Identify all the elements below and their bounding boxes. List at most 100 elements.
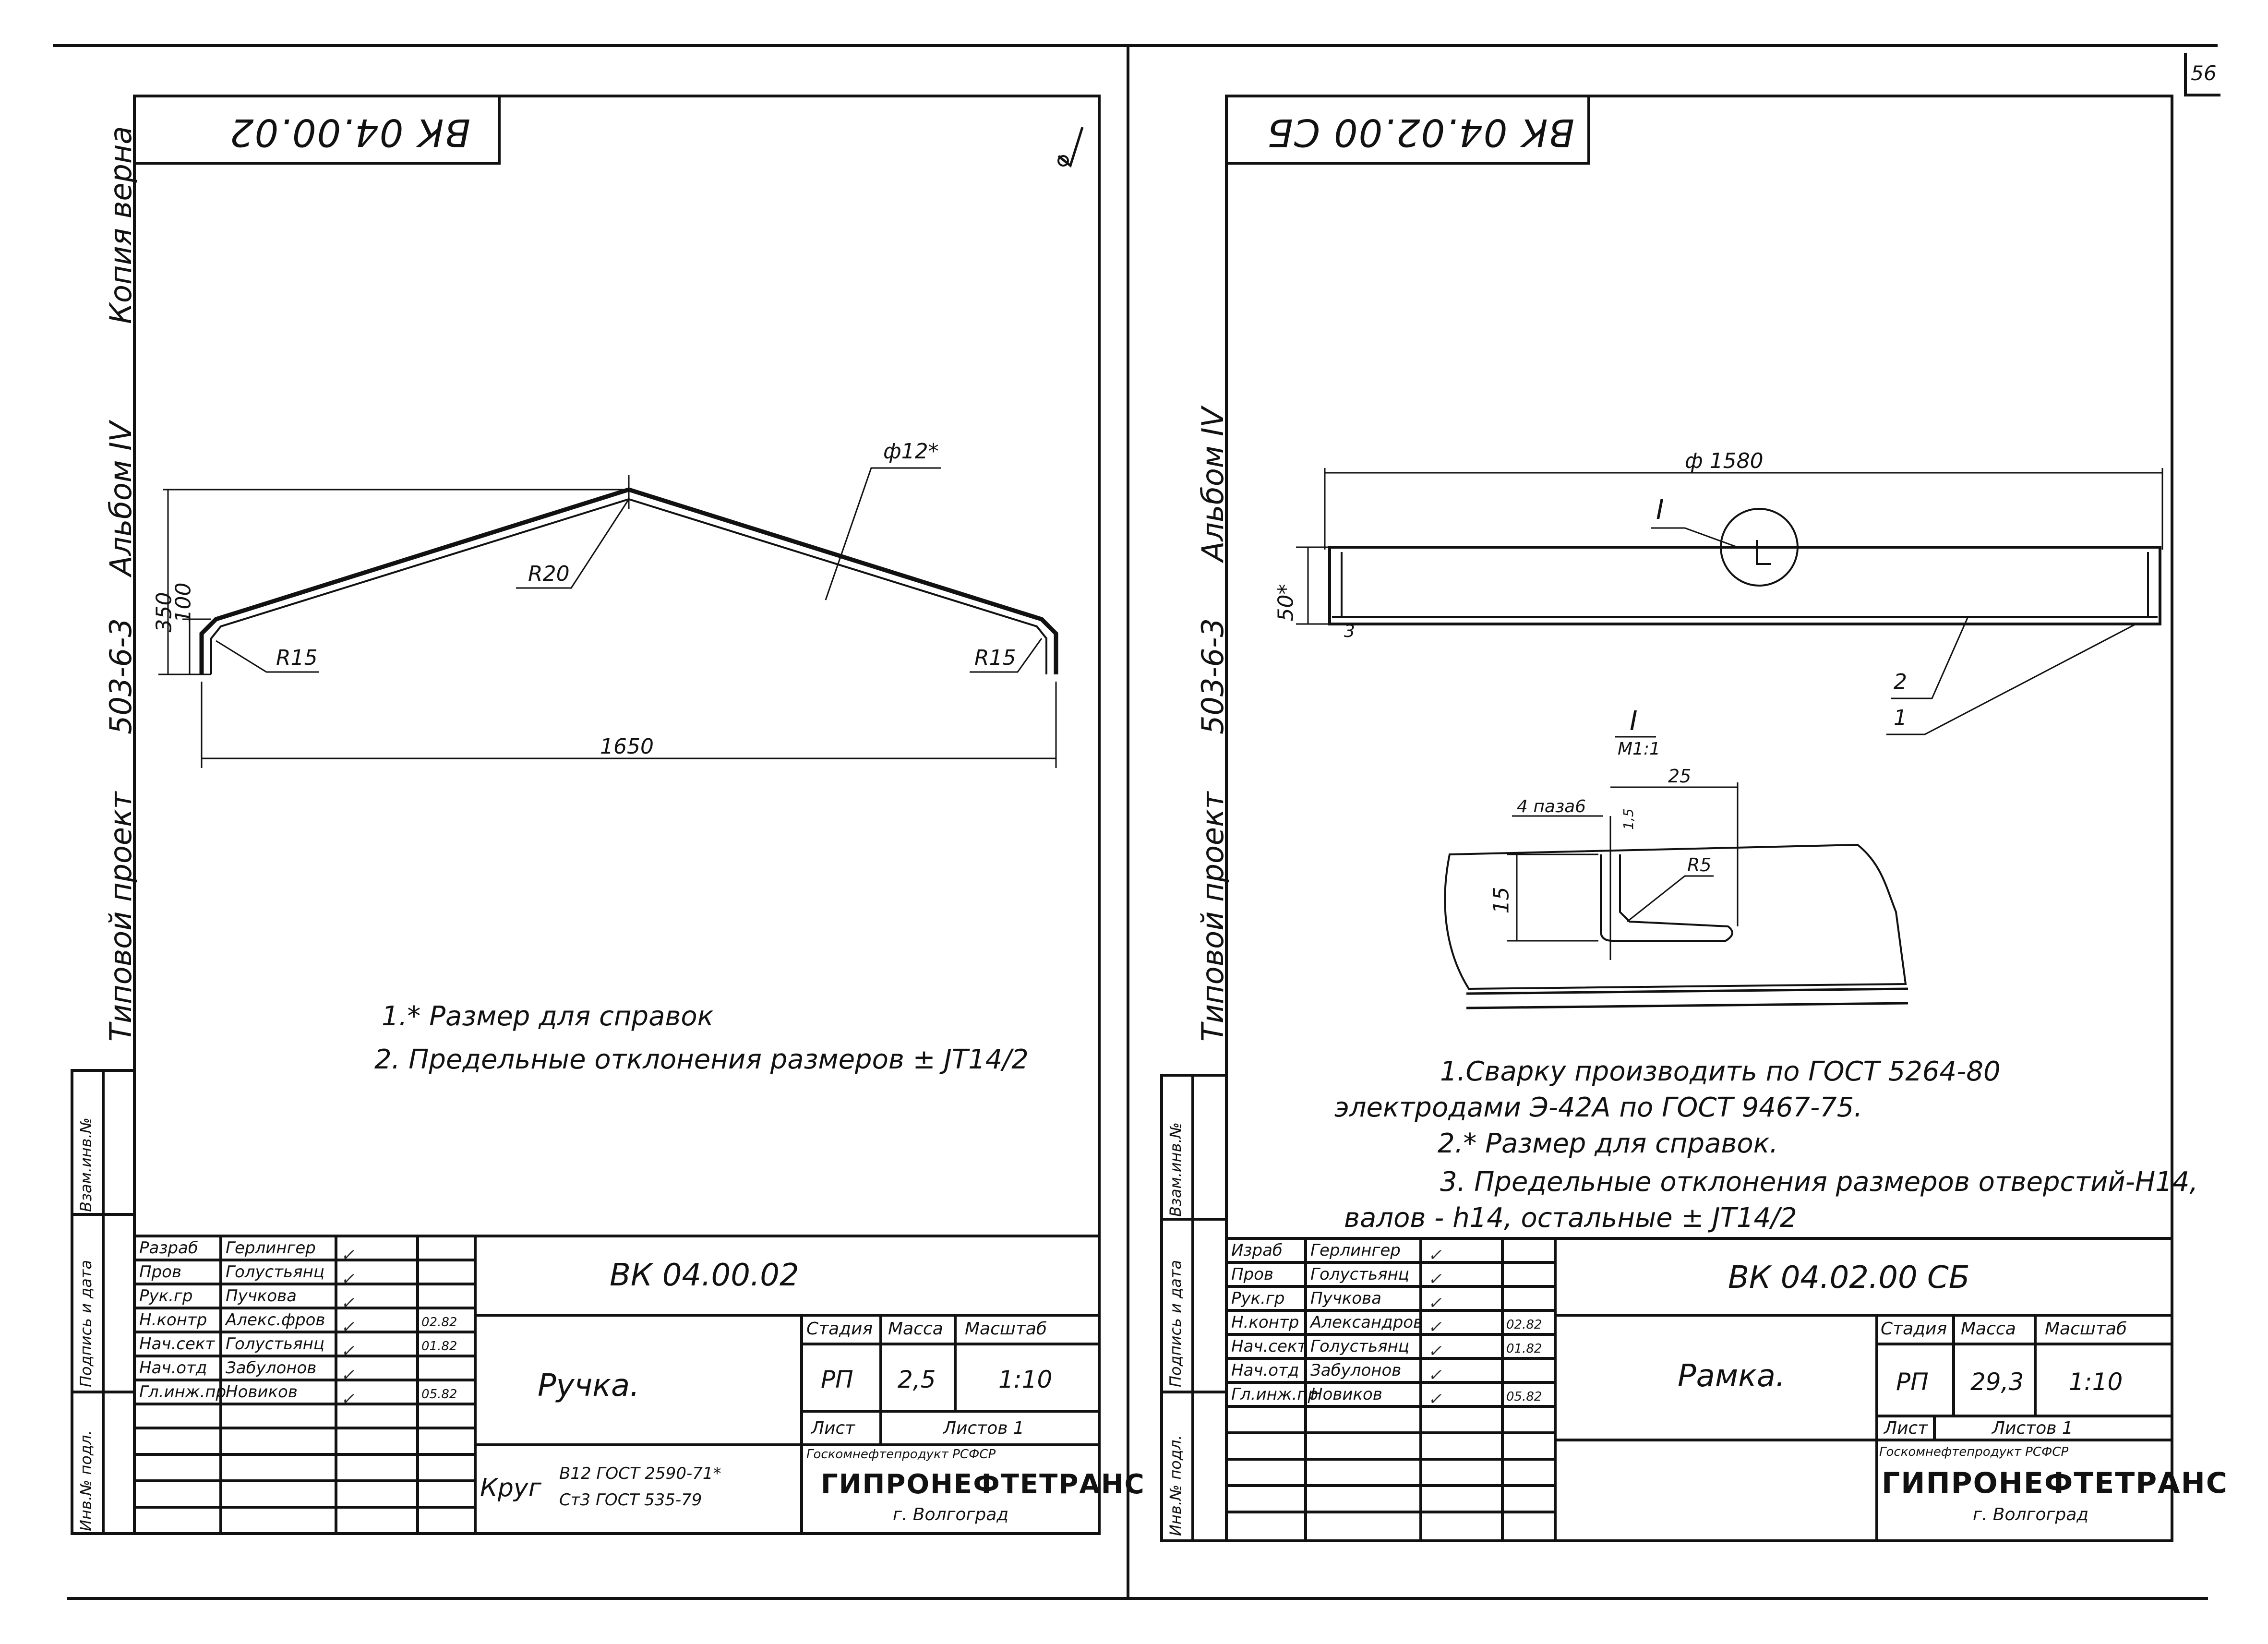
right-tb-date-3: 02.82 bbox=[1506, 1318, 1542, 1332]
right-tb-name-4: Голустьянц bbox=[1310, 1337, 1409, 1356]
right-tb-item-name: Рамка. bbox=[1678, 1358, 1786, 1394]
right-tb-stage: РП bbox=[1896, 1368, 1929, 1396]
right-tb-role-2: Рук.гр bbox=[1231, 1289, 1285, 1308]
left-tb-name-5: Забулонов bbox=[226, 1358, 317, 1378]
left-tb-date-4: 01.82 bbox=[421, 1339, 457, 1354]
left-tb-sheets-hdr: Листов 1 bbox=[943, 1418, 1024, 1438]
left-tb-date-6: 05.82 bbox=[421, 1387, 457, 1402]
left-tb-name-2: Пучкова bbox=[226, 1286, 297, 1306]
right-tb-stage-hdr: Стадия bbox=[1881, 1319, 1947, 1339]
right-detail-title: I bbox=[1630, 706, 1638, 737]
right-tb-sheet-hdr: Лист bbox=[1884, 1418, 1928, 1438]
left-dim-r15-left: R15 bbox=[276, 646, 318, 670]
right-tb-name-3: Александров bbox=[1310, 1313, 1423, 1332]
left-tb-role-2: Рук.гр bbox=[139, 1286, 193, 1306]
left-tb-name-0: Герлингер bbox=[226, 1238, 316, 1258]
right-dim-angle: 1,5 bbox=[1620, 808, 1636, 830]
right-side-project-code: 503-6-3 bbox=[1195, 618, 1230, 734]
left-tb-role-4: Нач.сект bbox=[139, 1334, 215, 1354]
right-side-project: Типовой проект bbox=[1195, 792, 1230, 1042]
right-pos-2: 2 bbox=[1894, 670, 1907, 694]
right-dim-height-50: 50* bbox=[1273, 584, 1298, 622]
left-tb-org-city: г. Волгоград bbox=[893, 1505, 1009, 1524]
right-note-5: валов - h14, остальные ± JT14/2 bbox=[1344, 1202, 1797, 1234]
left-tb-role-0: Разраб bbox=[139, 1238, 198, 1258]
right-tb-role-3: Н.контр bbox=[1231, 1313, 1299, 1332]
right-tb-scale-hdr: Масштаб bbox=[2045, 1319, 2127, 1339]
right-dim-diameter: ф 1580 bbox=[1685, 449, 1764, 473]
left-tb-mass: 2,5 bbox=[898, 1366, 936, 1393]
left-side-album: Альбом IV bbox=[103, 421, 138, 576]
right-detail-scale: М1:1 bbox=[1618, 739, 1660, 759]
right-dim-slots: 4 паза6 bbox=[1517, 797, 1586, 816]
page-number: 56 bbox=[2184, 53, 2220, 96]
right-tb-doc-code: ВК 04.02.00 СБ bbox=[1728, 1260, 1970, 1296]
right-tb-role-4: Нач.сект bbox=[1231, 1337, 1307, 1356]
right-tb-name-2: Пучкова bbox=[1310, 1289, 1381, 1308]
right-dim-25: 25 bbox=[1668, 766, 1692, 787]
left-dim-r20: R20 bbox=[528, 562, 570, 586]
left-tb-role-6: Гл.инж.пр bbox=[139, 1382, 227, 1402]
right-tb-name-5: Забулонов bbox=[1310, 1361, 1402, 1380]
left-tb-stage: РП bbox=[821, 1366, 853, 1393]
right-tb-role-0: Израб bbox=[1231, 1241, 1283, 1260]
right-pos-1: 1 bbox=[1894, 706, 1907, 730]
left-tb-material-line2: Ст3 ГОСТ 535-79 bbox=[559, 1490, 702, 1510]
left-tb-org-line1: Госкомнефтепродукт РСФСР bbox=[806, 1447, 996, 1462]
right-tb-name-6: Новиков bbox=[1310, 1385, 1382, 1404]
right-tb-scale: 1:10 bbox=[2069, 1368, 2123, 1396]
left-note-2: 2. Предельные отклонения размеров ± JT14… bbox=[374, 1044, 1029, 1075]
right-tb-role-6: Гл.инж.пр bbox=[1231, 1385, 1319, 1404]
left-tb-name-3: Алекс.фров bbox=[226, 1310, 325, 1330]
left-stamp-sign: Подпись и дата bbox=[77, 1260, 95, 1387]
right-note-4: 3. Предельные отклонения размеров отверс… bbox=[1440, 1166, 2198, 1198]
left-tb-material-line1: В12 ГОСТ 2590-71* bbox=[559, 1464, 721, 1483]
right-top-title: ВК 04.02.00 СБ bbox=[1266, 110, 1574, 154]
right-dim-15: 15 bbox=[1489, 887, 1514, 914]
left-tb-stage-hdr: Стадия bbox=[806, 1319, 873, 1339]
left-tb-scale: 1:10 bbox=[998, 1366, 1053, 1393]
left-note-1: 1.* Размер для справок bbox=[382, 1001, 714, 1032]
left-side-kopia: Копия верна bbox=[103, 126, 138, 324]
right-tb-role-5: Нач.отд bbox=[1231, 1361, 1299, 1380]
right-tb-mass-hdr: Масса bbox=[1961, 1319, 2016, 1339]
left-tb-item-name: Ручка. bbox=[538, 1368, 640, 1404]
right-note-2: электродами Э-42А по ГОСТ 9467-75. bbox=[1334, 1092, 1863, 1123]
right-tb-date-4: 01.82 bbox=[1506, 1342, 1542, 1356]
right-tb-role-1: Пров bbox=[1231, 1265, 1273, 1284]
right-side-album: Альбом IV bbox=[1195, 407, 1230, 562]
left-tb-sheet-hdr: Лист bbox=[811, 1418, 855, 1438]
left-side-project-code: 503-6-3 bbox=[103, 618, 138, 734]
right-stamp-sign: Подпись и дата bbox=[1166, 1260, 1185, 1387]
left-top-title: ВК 04.00.02 bbox=[228, 110, 470, 154]
left-tb-mass-hdr: Масса bbox=[888, 1319, 943, 1339]
right-tb-sheets-hdr: Листов 1 bbox=[1992, 1418, 2073, 1438]
left-dim-height-100: 100 bbox=[171, 582, 196, 623]
right-dim-three: 3 bbox=[1344, 622, 1355, 641]
left-side-project: Типовой проект bbox=[103, 792, 138, 1042]
right-tb-mass: 29,3 bbox=[1970, 1368, 2024, 1396]
left-tb-date-3: 02.82 bbox=[421, 1315, 457, 1330]
left-stamp-vzam: Взам.инв.№ bbox=[77, 1117, 95, 1212]
left-stamp-inv: Инв.№ подл. bbox=[77, 1430, 95, 1531]
left-tb-doc-code: ВК 04.00.02 bbox=[610, 1258, 799, 1293]
left-dim-diameter: ф12* bbox=[883, 439, 939, 464]
left-tb-name-1: Голустьянц bbox=[226, 1262, 324, 1282]
right-stamp-vzam: Взам.инв.№ bbox=[1166, 1122, 1185, 1217]
right-tb-date-6: 05.82 bbox=[1506, 1390, 1542, 1404]
right-tb-name-1: Голустьянц bbox=[1310, 1265, 1409, 1284]
right-stamp-inv: Инв.№ подл. bbox=[1166, 1435, 1185, 1536]
right-dim-callout: I bbox=[1656, 494, 1664, 526]
left-dim-length-1650: 1650 bbox=[600, 734, 654, 759]
left-signatures: ✓✓✓✓✓✓✓ bbox=[341, 1246, 355, 1409]
right-note-3: 2.* Размер для справок. bbox=[1438, 1128, 1778, 1159]
left-tb-name-6: Новиков bbox=[226, 1382, 298, 1402]
left-tb-role-3: Н.контр bbox=[139, 1310, 207, 1330]
left-dim-r15-right: R15 bbox=[974, 646, 1016, 670]
left-tb-org-name: ГИПРОНЕФТЕТРАНС bbox=[821, 1469, 1145, 1500]
left-tb-role-1: Пров bbox=[139, 1262, 181, 1282]
left-tb-role-5: Нач.отд bbox=[139, 1358, 207, 1378]
right-tb-org-city: г. Волгоград bbox=[1973, 1505, 2089, 1524]
right-tb-org-line1: Госкомнефтепродукт РСФСР bbox=[1879, 1445, 2069, 1459]
